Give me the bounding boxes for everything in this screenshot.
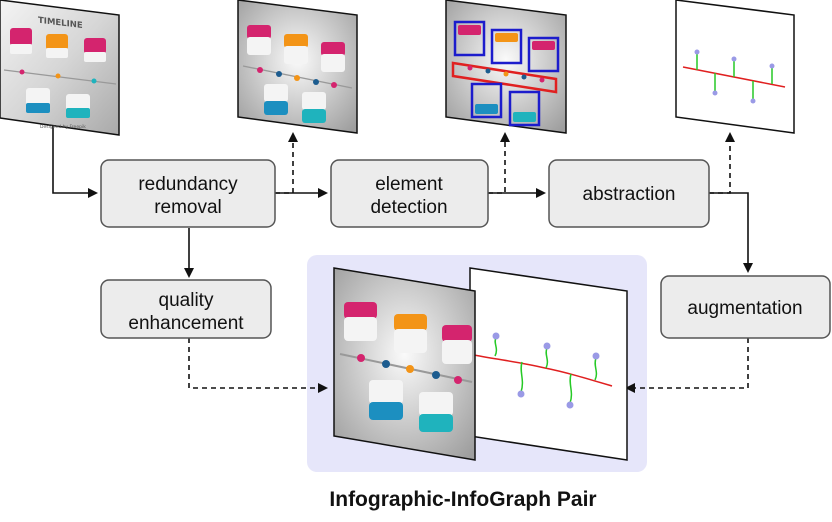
node-element-detection: element detection [330, 159, 489, 228]
dashed-arrow-augmentation-to-pair [625, 338, 749, 393]
dashed-arrow-redundancy-output [275, 132, 298, 194]
dashed-arrow-detection-output [488, 132, 510, 194]
node-redundancy-removal: redundancy removal [100, 159, 276, 228]
pair-infographic [333, 267, 476, 461]
dashed-arrow-abstraction-output [709, 132, 735, 194]
node-abstraction: abstraction [548, 159, 710, 228]
node-quality-enhancement: quality enhancement [100, 279, 272, 339]
node-redundancy-removal-line2: removal [154, 197, 222, 218]
pair-caption: Infographic-InfoGraph Pair [329, 488, 596, 511]
redundancy-removed-thumbnail [237, 0, 358, 134]
node-abstraction-label: abstraction [583, 184, 676, 205]
arrow-source-to-redundancy [52, 126, 98, 198]
node-element-detection-line2: detection [370, 197, 447, 218]
arrows [52, 126, 753, 393]
element-detection-thumbnail [445, 0, 567, 134]
arrow-abstraction-to-augmentation [709, 192, 753, 273]
pair-infograph [469, 267, 628, 461]
node-quality-enhancement-line1: quality [159, 290, 214, 311]
source-infographic-thumbnail: TIMELINE Designed by Freepik [0, 0, 120, 136]
node-augmentation: augmentation [660, 275, 831, 339]
node-augmentation-label: augmentation [687, 298, 802, 319]
node-element-detection-line1: element [375, 174, 443, 195]
node-redundancy-removal-line1: redundancy [138, 174, 238, 195]
node-quality-enhancement-line2: enhancement [128, 313, 244, 334]
thumbnail-footer: Designed by Freepik [40, 124, 86, 130]
dashed-arrow-quality-to-pair [188, 338, 328, 393]
abstraction-thumbnail [675, 0, 795, 134]
